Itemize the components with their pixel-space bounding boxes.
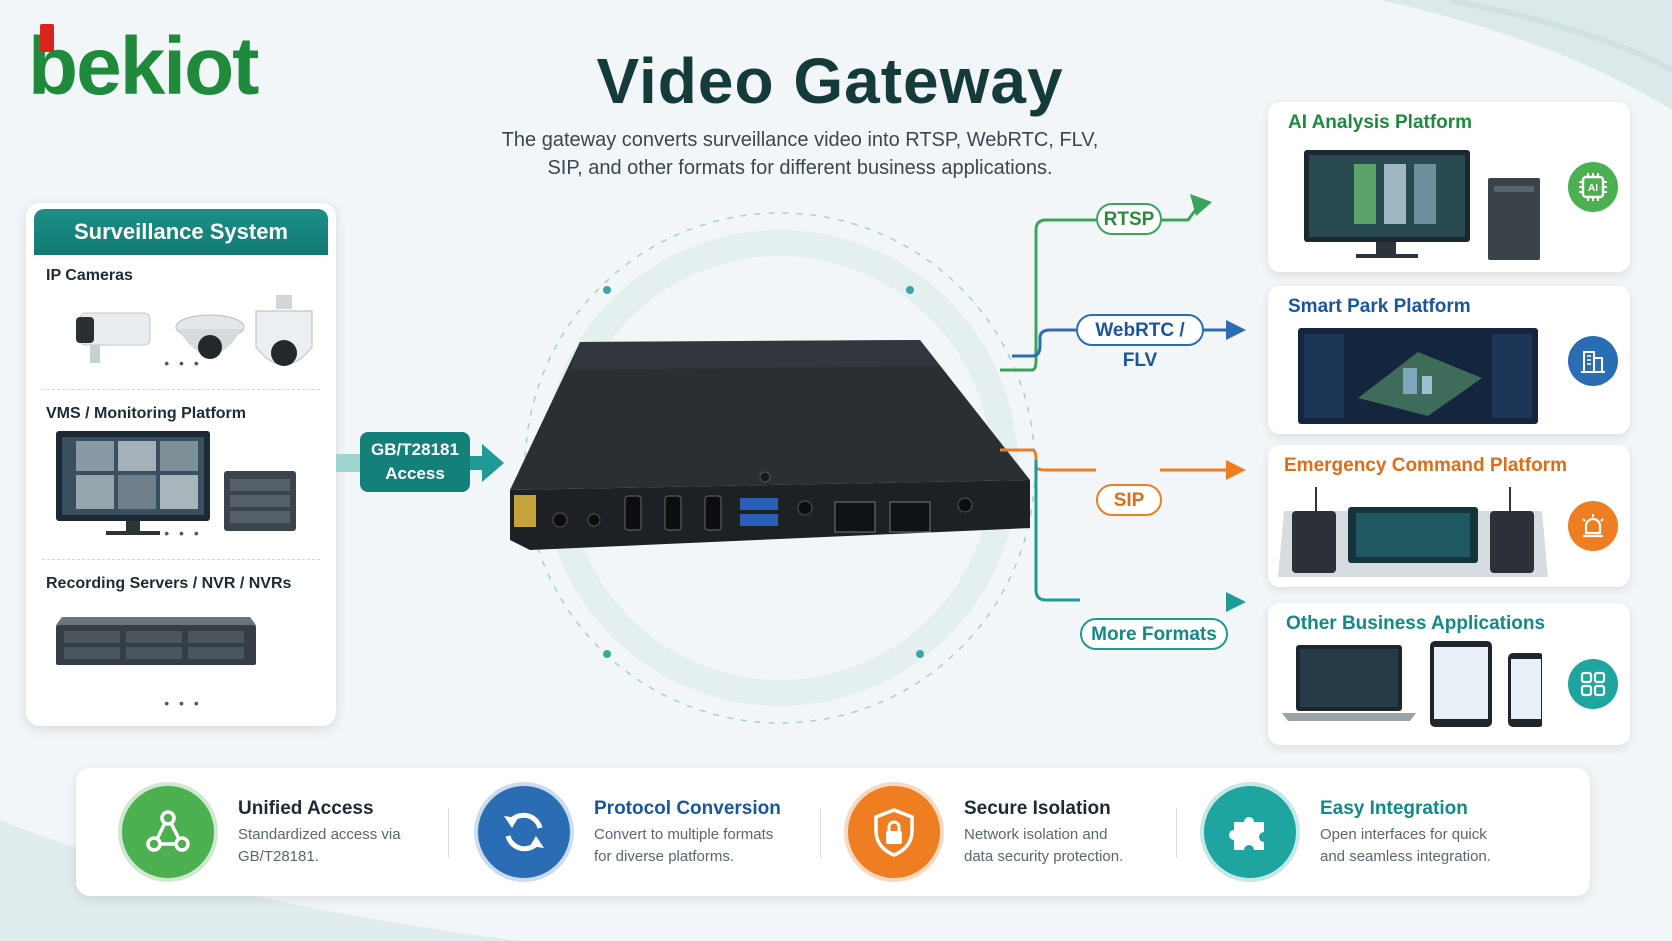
emergency-command-platform-card: Emergency Command Platform xyxy=(1268,445,1630,587)
section-divider xyxy=(42,559,320,560)
nvr-device-icon xyxy=(56,617,256,665)
feature-divider xyxy=(820,808,821,858)
ip-cameras-illustration xyxy=(76,295,313,366)
shield-lock-icon xyxy=(848,786,940,878)
building-icon xyxy=(1568,336,1618,386)
video-gateway-device xyxy=(510,340,1030,550)
usb-port-icon xyxy=(740,514,778,526)
antenna-connector-icon xyxy=(514,495,536,527)
nvr-illustration xyxy=(56,617,256,665)
svg-text:AI: AI xyxy=(1588,183,1598,194)
format-pill-webrtc-flv: WebRTC / FLV xyxy=(1076,314,1204,371)
access-connector-arrow xyxy=(336,444,504,482)
tablet-icon xyxy=(1430,641,1492,727)
recording-more: • • • xyxy=(164,695,202,711)
hdmi-port-icon xyxy=(664,495,682,531)
monitor-icon xyxy=(56,431,210,535)
refresh-cycle-icon xyxy=(478,786,570,878)
puzzle-icon xyxy=(1204,786,1296,878)
feature-divider xyxy=(448,808,449,858)
card-title: Other Business Applications xyxy=(1286,613,1546,634)
card-title: Emergency Command Platform xyxy=(1284,455,1567,476)
ai-workstation-illustration xyxy=(1304,150,1540,260)
usb-port-icon xyxy=(740,498,778,510)
vms-illustration xyxy=(56,431,296,535)
command-console-illustration xyxy=(1278,487,1548,577)
dome-camera-icon xyxy=(175,314,245,359)
ptz-camera-icon xyxy=(255,295,313,366)
hdmi-port-icon xyxy=(704,495,722,531)
smart-park-dashboard-illustration xyxy=(1298,328,1538,424)
bekiot-logo: bekiot xyxy=(28,22,288,112)
tower-pc-icon xyxy=(1488,178,1540,260)
ai-analysis-platform-card: AI Analysis Platform AI xyxy=(1268,102,1630,272)
other-business-applications-card: Other Business Applications xyxy=(1268,603,1630,745)
feature-title: Unified Access xyxy=(238,798,374,819)
page-title: Video Gateway xyxy=(596,45,1064,117)
feature-protocol-conversion: Protocol Conversion Convert to multiple … xyxy=(432,768,792,896)
hdmi-port-icon xyxy=(624,495,642,531)
bullet-camera-icon xyxy=(76,312,151,363)
smart-park-platform-card: Smart Park Platform xyxy=(1268,286,1630,434)
ai-chip-icon: AI xyxy=(1568,162,1618,212)
page-subtitle: The gateway converts surveillance video … xyxy=(470,126,1130,182)
feature-easy-integration: Easy Integration Open interfaces for qui… xyxy=(1158,768,1518,896)
logo-red-accent xyxy=(40,24,54,52)
logo-text: bekiot xyxy=(28,21,259,112)
feature-title: Secure Isolation xyxy=(964,798,1111,819)
devices-illustration xyxy=(1282,641,1542,727)
access-line-2: Access xyxy=(385,464,445,483)
feature-title: Protocol Conversion xyxy=(594,798,781,819)
phone-icon xyxy=(1508,653,1542,727)
card-title: Smart Park Platform xyxy=(1288,296,1471,317)
surveillance-system-header: Surveillance System xyxy=(34,209,328,255)
laptop-icon xyxy=(1282,645,1416,721)
section-divider xyxy=(42,389,320,390)
format-pill-sip: SIP xyxy=(1096,484,1162,516)
ethernet-port-icon xyxy=(834,501,876,533)
feature-divider xyxy=(1176,808,1177,858)
card-title: AI Analysis Platform xyxy=(1288,112,1473,133)
network-nodes-icon xyxy=(122,786,214,878)
ip-cameras-label: IP Cameras xyxy=(46,267,133,284)
ethernet-port-icon xyxy=(889,501,931,533)
alarm-icon xyxy=(1568,501,1618,551)
access-line-1: GB/T28181 xyxy=(371,440,459,459)
vms-more: • • • xyxy=(164,525,202,541)
recording-servers-label: Recording Servers / NVR / NVRs xyxy=(46,575,292,592)
ip-cameras-more: • • • xyxy=(164,355,202,371)
apps-grid-icon xyxy=(1568,659,1618,709)
server-rack-icon xyxy=(224,471,296,531)
surveillance-system-panel: Surveillance System IP Cameras • • • VMS… xyxy=(26,203,336,726)
subtitle-line-2: SIP, and other formats for different bus… xyxy=(547,157,1053,179)
format-pill-rtsp: RTSP xyxy=(1096,203,1162,235)
format-pill-more-formats: More Formats xyxy=(1080,618,1228,650)
subtitle-line-1: The gateway converts surveillance video … xyxy=(501,129,1099,151)
vms-platform-label: VMS / Monitoring Platform xyxy=(46,405,246,422)
gb-t28181-access-badge: GB/T28181 Access xyxy=(360,432,470,492)
feature-title: Easy Integration xyxy=(1320,798,1468,819)
format-branch-lines xyxy=(1000,194,1246,612)
